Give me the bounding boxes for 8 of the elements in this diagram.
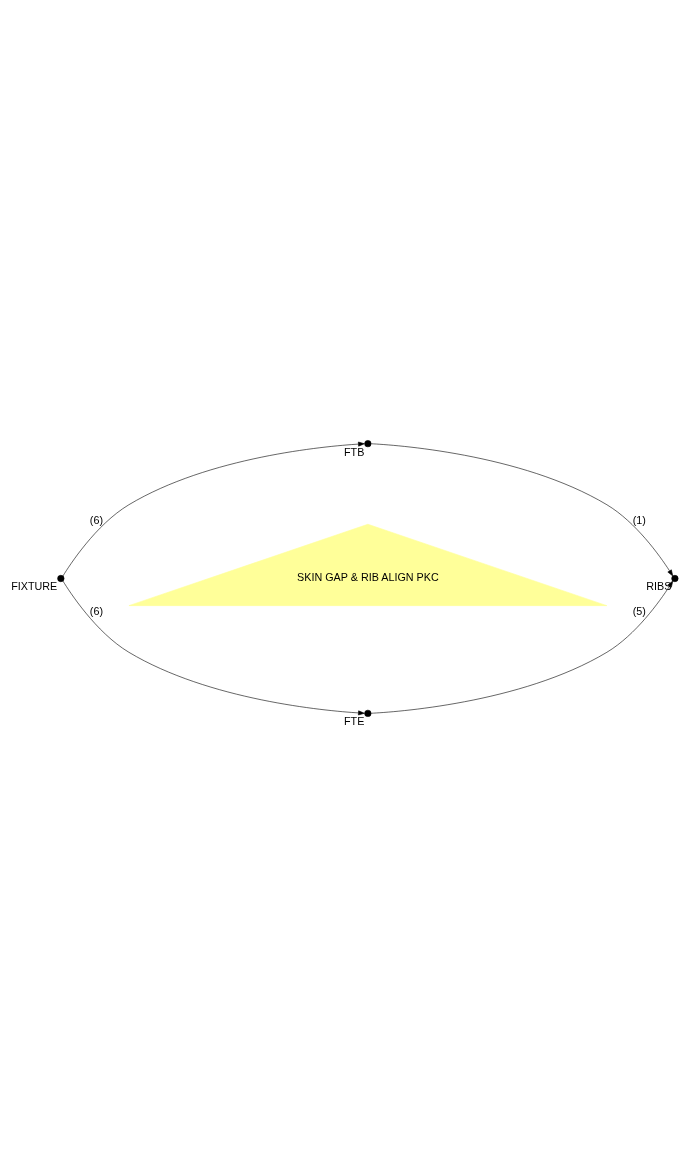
node-label: FTB [343,445,365,457]
node-label: FIXTURE [11,579,58,592]
edge-label: (5) [632,604,646,617]
node-label: RIBS [646,579,672,592]
edge-label: (6) [89,604,104,617]
edge-label: (1) [632,513,646,526]
node-label: FTE [343,714,365,727]
edge-label: (6) [89,513,104,526]
